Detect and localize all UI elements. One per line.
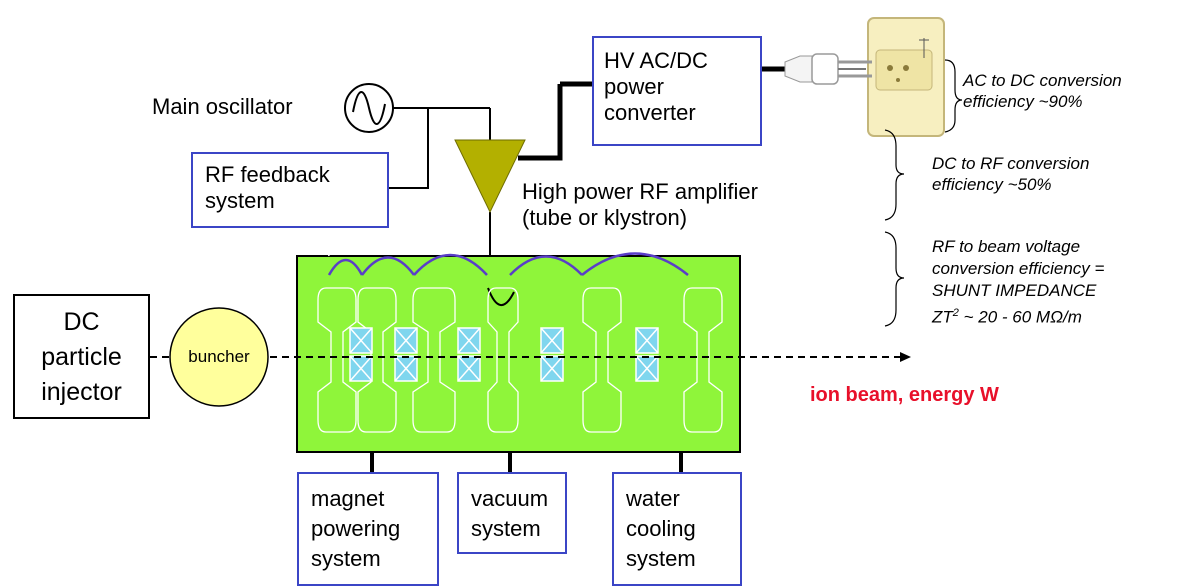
ac-dc-line1: AC to DC conversion [963,71,1122,90]
vacuum-line2: system [471,516,541,541]
amplifier-line2: (tube or klystron) [522,205,688,230]
gap-marker-icon [457,355,481,382]
buncher-cavity [169,307,269,407]
converter-line2: power [604,74,664,99]
injector-line2: particle [41,343,122,371]
rf-beam-line1: RF to beam voltage [932,237,1081,256]
dc-rf-line1: DC to RF conversion [932,154,1090,173]
efficiency-braces [884,59,963,327]
shunt-symbol: ZT [932,307,953,327]
injector-line1: DC [63,308,100,336]
magnet-powering-box: magnet powering system [297,472,439,586]
cavity-cell-outline [683,287,723,433]
magnet-line1: magnet [311,486,385,511]
cavity-cell-outline [317,287,357,433]
amplifier-line1: High power RF amplifier [522,179,758,204]
wall-socket-icon [867,17,945,137]
cavity-cell-outline [487,287,519,433]
rf-beam-line3: SHUNT IMPEDANCE [932,281,1097,300]
dc-rf-line2: efficiency ~50% [932,175,1052,194]
rf-feedback-line2: system [205,188,275,213]
oscillator-icon [344,83,394,133]
gap-marker-icon [349,327,373,354]
beam-label: ion beam, energy W [810,384,999,406]
rf-beam-line4: ZT2 ~ 20 - 60 MΩ/m [932,302,1104,329]
rf-beam-efficiency-note: RF to beam voltage conversion efficiency… [932,236,1104,329]
connection-wires [370,66,785,472]
shunt-exponent: 2 [952,307,959,319]
shunt-range: ~ 20 - 60 MΩ/m [958,307,1082,327]
injector-line3: injector [41,378,122,406]
dc-injector-box: DC particle injector [13,294,150,419]
converter-line1: HV AC/DC [604,48,708,73]
rf-feedback-line1: RF feedback [205,162,330,187]
gap-marker-icon [457,327,481,354]
ac-dc-line2: efficiency ~90% [963,92,1083,111]
gap-marker-icon [635,355,659,382]
power-converter-box: HV AC/DC power converter [592,36,762,146]
water-line2: cooling [626,516,696,541]
ac-dc-efficiency-note: AC to DC conversion efficiency ~90% [963,70,1122,112]
accelerating-cavities [317,287,723,433]
gap-marker-icon [394,327,418,354]
amplifier-icon [454,139,526,214]
converter-line3: converter [604,100,696,125]
cavity-cell-outline [412,287,456,433]
magnet-line2: powering [311,516,401,541]
rf-beam-line2: conversion efficiency = [932,259,1105,278]
gap-marker-icon [540,355,564,382]
gap-marker-icon [540,327,564,354]
water-line1: water [626,486,680,511]
amplifier-label: High power RF amplifier (tube or klystro… [522,179,758,231]
water-cooling-box: water cooling system [612,472,742,586]
cavity-cell-outline [582,287,622,433]
vacuum-line1: vacuum [471,486,549,511]
water-line3: system [626,546,696,571]
vacuum-system-box: vacuum system [457,472,567,554]
beam-arrow-icon [900,352,911,362]
gap-marker-icon [394,355,418,382]
rf-feedback-box: RF feedback system [191,152,389,228]
buncher-label: buncher [188,347,250,366]
dc-rf-efficiency-note: DC to RF conversion efficiency ~50% [932,153,1089,195]
oscillator-label: Main oscillator [152,94,293,119]
plug-icon [784,53,872,85]
gap-marker-icon [635,327,659,354]
magnet-line3: system [311,546,381,571]
rf-coupling-loops [325,232,689,306]
cavity-cell-outline [357,287,397,433]
gap-marker-icon [349,355,373,382]
accelerating-gaps [349,327,659,382]
